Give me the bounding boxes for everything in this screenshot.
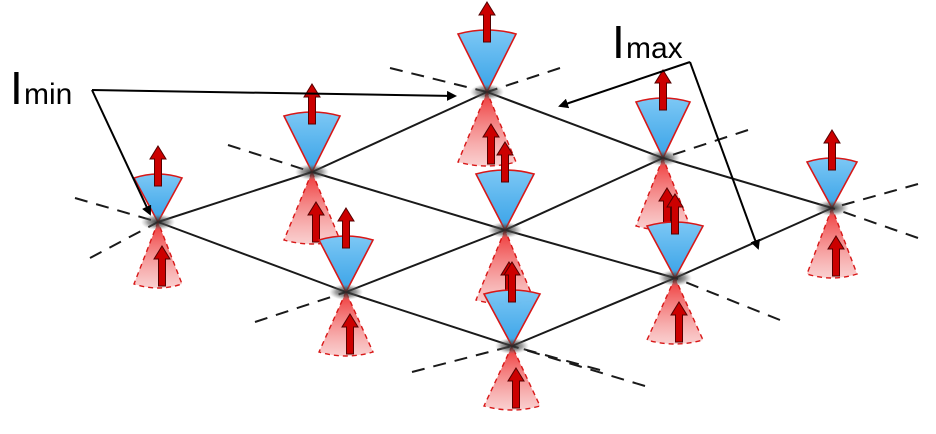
node-point-icon bbox=[470, 84, 504, 100]
cone-pair-icon bbox=[805, 129, 859, 279]
cone-pair-icon bbox=[474, 141, 536, 305]
lattice-line bbox=[486, 91, 664, 159]
spin-up-arrow-icon bbox=[341, 313, 359, 355]
cone-pair-icon bbox=[132, 145, 184, 289]
spin-up-arrow-icon bbox=[153, 245, 171, 287]
node-point-icon bbox=[658, 270, 692, 286]
dashed-extension-line bbox=[411, 345, 513, 373]
lattice-line bbox=[345, 291, 513, 347]
lattice-line bbox=[504, 157, 664, 231]
dashed-extension-line bbox=[389, 67, 488, 93]
spin-up-arrow-icon bbox=[827, 235, 845, 277]
cone-pair-icon bbox=[645, 193, 705, 345]
cone-pair-icon bbox=[482, 261, 542, 411]
callout-arrows bbox=[91, 61, 760, 250]
spin-up-arrow-icon bbox=[670, 301, 688, 343]
lattice-line bbox=[157, 221, 347, 293]
lower-cone-icon bbox=[475, 228, 535, 305]
callout-arrow bbox=[91, 89, 152, 216]
imin-subscript: min bbox=[24, 78, 72, 111]
dashed-extension-line bbox=[486, 67, 561, 93]
spin-up-arrow-icon bbox=[507, 367, 525, 409]
spin-up-arrow-icon bbox=[654, 69, 672, 111]
spin-up-arrow-icon bbox=[823, 129, 841, 171]
lattice-line bbox=[674, 207, 833, 279]
callout-arrow bbox=[91, 89, 457, 101]
node-point-icon bbox=[488, 222, 522, 238]
spin-up-arrow-icon bbox=[337, 207, 355, 249]
dashed-extension-line bbox=[674, 277, 781, 321]
node-point-icon bbox=[295, 164, 329, 180]
cone-pair-icon bbox=[282, 83, 342, 245]
callout-arrow bbox=[558, 61, 691, 109]
callout-arrow bbox=[689, 61, 760, 250]
lattice-line bbox=[311, 171, 506, 231]
lattice-nodes bbox=[132, 1, 859, 411]
imin-main-letter: I bbox=[10, 62, 23, 114]
lattice-line bbox=[157, 171, 313, 223]
spin-up-arrow-icon bbox=[666, 193, 684, 235]
dashed-extension-line bbox=[254, 291, 347, 323]
lattice-line bbox=[345, 229, 506, 293]
spin-up-arrow-icon bbox=[482, 123, 500, 165]
spin-up-arrow-icon bbox=[149, 145, 167, 187]
imax-main-letter: I bbox=[612, 16, 625, 68]
imax-label: I max bbox=[612, 16, 683, 68]
dashed-extension-line bbox=[89, 221, 159, 259]
spin-up-arrow-icon bbox=[307, 201, 325, 243]
cone-pair-icon bbox=[317, 207, 375, 357]
node-point-icon bbox=[495, 338, 529, 354]
node-point-icon bbox=[815, 200, 849, 216]
dashed-extension-line bbox=[662, 129, 749, 159]
dashed-extension-line bbox=[831, 207, 919, 239]
spin-up-arrow-icon bbox=[478, 1, 496, 43]
lattice-line bbox=[311, 91, 488, 173]
node-point-icon bbox=[141, 214, 175, 230]
cone-pair-icon bbox=[456, 1, 518, 167]
dashed-extension-line bbox=[511, 345, 646, 387]
imin-label: I min bbox=[10, 62, 72, 114]
spin-up-arrow-icon bbox=[503, 261, 521, 303]
lattice-line bbox=[662, 157, 833, 209]
lattice-line bbox=[511, 277, 676, 347]
node-point-icon bbox=[329, 284, 363, 300]
node-point-icon bbox=[646, 150, 680, 166]
spin-up-arrow-icon bbox=[496, 141, 514, 183]
imax-subscript: max bbox=[626, 32, 683, 65]
lattice-line bbox=[504, 229, 676, 279]
